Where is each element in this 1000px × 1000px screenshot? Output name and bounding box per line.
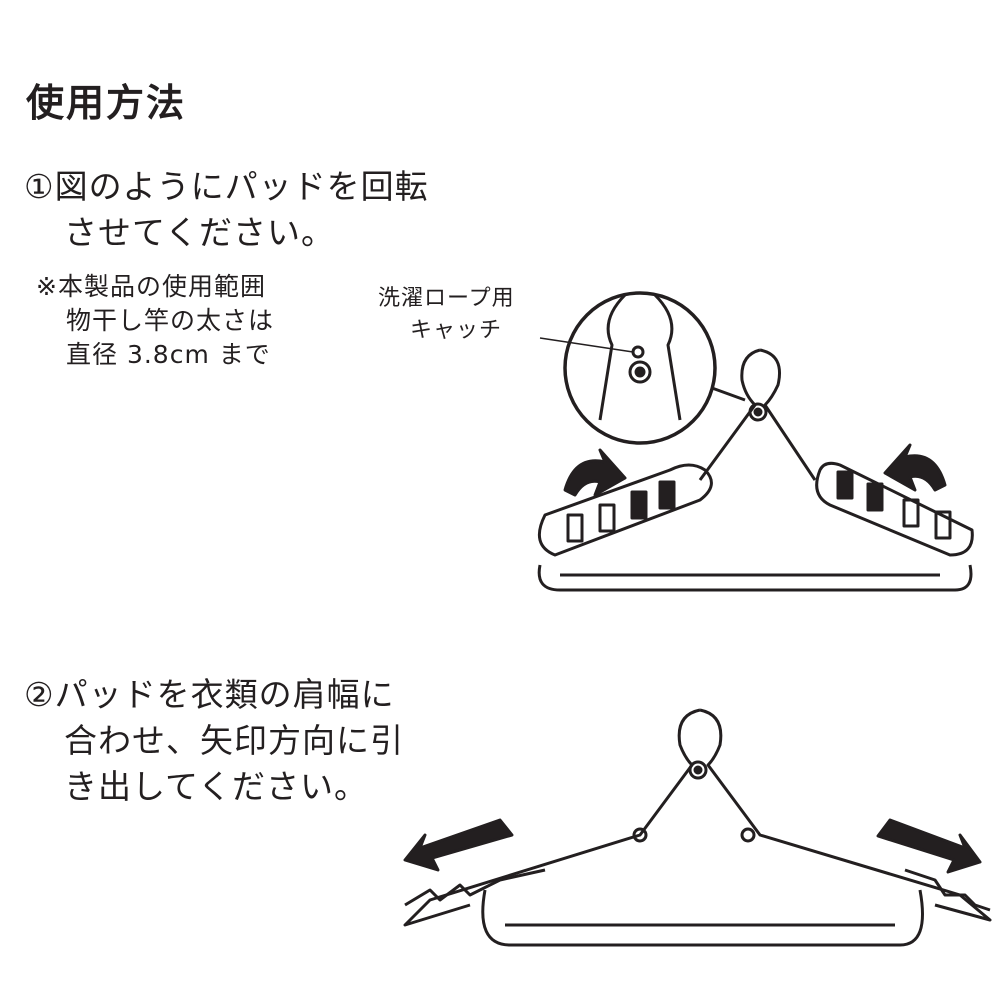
- right-pad-icon: [815, 461, 974, 557]
- step1-line2: させてください。: [64, 213, 336, 252]
- step2-line2: 合わせ、矢印方向に引: [64, 721, 404, 760]
- extend-right-arrow-icon: [876, 818, 982, 874]
- magnifier-detail: [539, 291, 746, 445]
- hanger-rotate-illustration: [537, 291, 974, 592]
- note-line2: 物干し竿の太さは: [66, 306, 275, 335]
- step2-line1: ②パッドを衣類の肩幅に: [24, 675, 395, 714]
- hanger-extend-illustration: [403, 708, 992, 947]
- page-title: 使用方法: [26, 81, 187, 125]
- note-line1: ※本製品の使用範囲: [36, 272, 266, 301]
- step1-line1: ①図のようにパッドを回転: [24, 167, 429, 206]
- rotate-right-arrow-icon: [883, 443, 947, 492]
- callout-line1: 洗濯ロープ用: [378, 286, 515, 311]
- note-line3: 直径 3.8cm まで: [66, 340, 271, 369]
- rotate-left-arrow-icon: [563, 448, 627, 497]
- callout-line2: キャッチ: [410, 318, 503, 343]
- left-pad-icon: [537, 463, 713, 557]
- step2-line3: き出してください。: [64, 767, 369, 806]
- extend-left-arrow-icon: [403, 818, 514, 872]
